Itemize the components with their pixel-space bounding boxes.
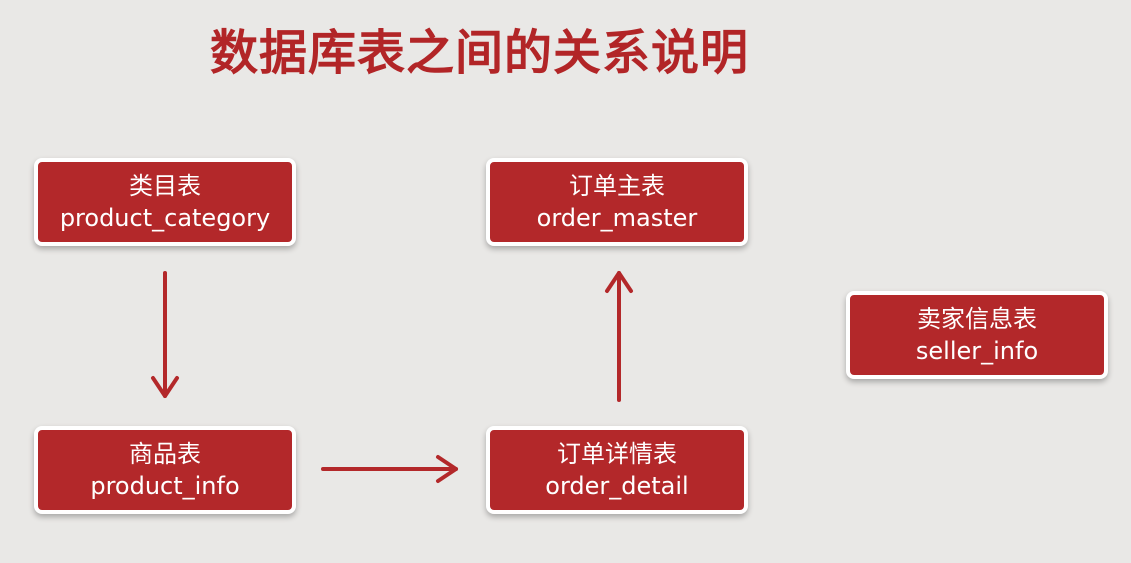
- table-node-order-detail: 订单详情表 order_detail: [486, 426, 748, 514]
- table-node-en-label: product_category: [59, 204, 271, 232]
- table-node-cn-label: 商品表: [129, 440, 201, 468]
- arrow-category-to-product: [151, 271, 179, 398]
- table-node-cn-label: 订单详情表: [557, 440, 677, 468]
- table-node-cn-label: 订单主表: [569, 172, 665, 200]
- table-node-seller-info: 卖家信息表 seller_info: [846, 291, 1108, 379]
- table-node-order-master: 订单主表 order_master: [486, 158, 748, 246]
- page-title: 数据库表之间的关系说明: [210, 25, 750, 81]
- arrow-product-to-detail: [321, 455, 458, 483]
- table-node-en-label: seller_info: [915, 337, 1039, 365]
- table-node-en-label: product_info: [90, 472, 240, 500]
- table-node-product-category: 类目表 product_category: [34, 158, 296, 246]
- table-node-product-info: 商品表 product_info: [34, 426, 296, 514]
- arrow-detail-to-master: [605, 271, 633, 402]
- table-node-cn-label: 类目表: [129, 172, 201, 200]
- table-node-en-label: order_detail: [545, 472, 689, 500]
- table-node-en-label: order_master: [536, 204, 698, 232]
- table-node-cn-label: 卖家信息表: [917, 305, 1037, 333]
